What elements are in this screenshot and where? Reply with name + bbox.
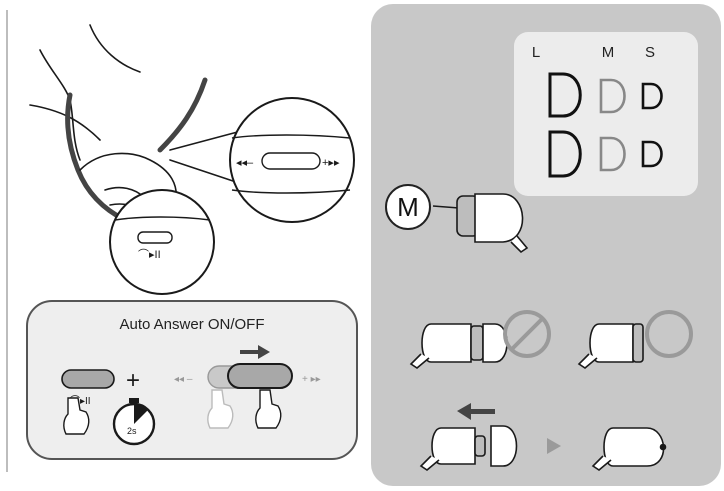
tip-s-top xyxy=(641,82,663,110)
svg-text:+▸▸: +▸▸ xyxy=(322,157,340,169)
tip-s-bottom xyxy=(641,140,663,168)
eartip-panel: L M S xyxy=(371,4,721,486)
tip-l-bottom xyxy=(548,130,582,178)
arrow-left-icon xyxy=(457,403,495,420)
earbud-m-illustration xyxy=(432,193,529,254)
correct-circle-icon xyxy=(645,310,693,358)
hand-press-icon xyxy=(255,389,282,429)
svg-text:+: + xyxy=(126,367,140,394)
hand-press-icon xyxy=(63,397,90,435)
timer-icon xyxy=(112,398,156,446)
svg-text:+ ▸▸: + ▸▸ xyxy=(302,374,321,385)
earbud-assembly-illustration xyxy=(419,425,518,471)
tip-m-bottom xyxy=(599,136,626,172)
earbud-assembled-illustration xyxy=(591,427,667,471)
play-triangle-icon xyxy=(547,438,561,454)
selected-size-badge: M xyxy=(385,184,431,230)
tip-l-top xyxy=(548,72,582,118)
svg-text:◂◂–: ◂◂– xyxy=(236,157,254,169)
earbud-wrong-illustration xyxy=(409,323,508,369)
prohibited-icon xyxy=(503,310,551,358)
earbud-correct-illustration xyxy=(577,323,644,369)
left-divider xyxy=(6,10,8,472)
svg-text:◂◂ –: ◂◂ – xyxy=(174,374,193,385)
headset-neck-illustration: ◂◂– +▸▸ ⌒▸II xyxy=(29,24,355,295)
svg-text:⌒▸II: ⌒▸II xyxy=(138,248,161,261)
call-button-shape xyxy=(61,369,115,389)
auto-answer-title: Auto Answer ON/OFF xyxy=(119,316,265,333)
size-label-s: S xyxy=(644,44,655,61)
auto-answer-panel: Auto Answer ON/OFF ⌒▸II + 2s ◂◂ – + ▸▸ xyxy=(26,300,358,460)
tip-m-top xyxy=(599,78,626,114)
timer-label: 2s xyxy=(127,426,137,436)
tip-size-card: L M S xyxy=(514,32,698,196)
size-label-l: L xyxy=(531,44,541,61)
hand-press-faded-icon xyxy=(207,389,234,429)
arrow-right-icon xyxy=(240,345,270,359)
eartip-diagram xyxy=(409,72,693,471)
size-label-m: M xyxy=(601,44,615,61)
auto-answer-diagram: ⌒▸II + 2s ◂◂ – + ▸▸ xyxy=(61,345,321,446)
